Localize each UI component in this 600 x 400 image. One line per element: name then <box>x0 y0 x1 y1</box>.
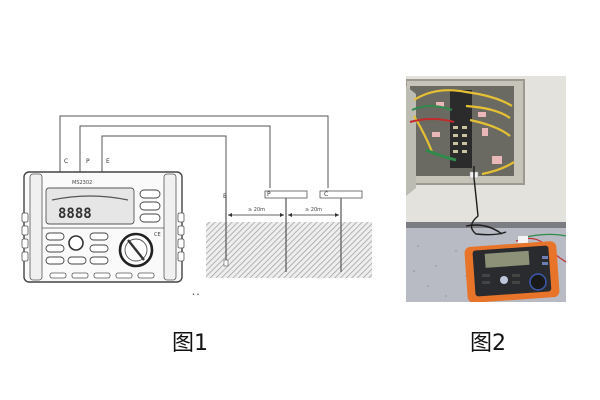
probe-label-p: P <box>267 191 271 198</box>
svg-text:CE: CE <box>154 232 161 238</box>
distance-p-c: ≥ 20m <box>305 207 322 213</box>
svg-text:• •: • • <box>192 292 200 298</box>
meter-display-digits: 8888 <box>58 206 92 222</box>
earth-tester-diagram: C P E E P C ≥ 20m ≥ 20m <box>21 115 372 298</box>
figure-1-diagram: C P E E P C ≥ 20m ≥ 20m <box>20 100 380 300</box>
meter-brand: MS2302 <box>72 180 92 186</box>
field-test-photo <box>406 76 566 302</box>
figure-2-photo <box>406 76 566 302</box>
ground-hatch <box>206 222 372 278</box>
terminal-label-c: C <box>64 158 68 165</box>
figure-1-caption: 图1 <box>172 331 208 356</box>
terminal-label-p: P <box>86 158 90 165</box>
terminal-label-e: E <box>106 158 110 165</box>
earth-tester-meter: MS2302 8888 CE <box>21 171 185 283</box>
distance-e-p: ≥ 20m <box>248 207 265 213</box>
probe-label-e: E <box>223 193 227 200</box>
probe-label-c: C <box>324 191 328 198</box>
figure-2-caption: 图2 <box>470 331 506 356</box>
orange-earth-tester <box>464 241 560 302</box>
